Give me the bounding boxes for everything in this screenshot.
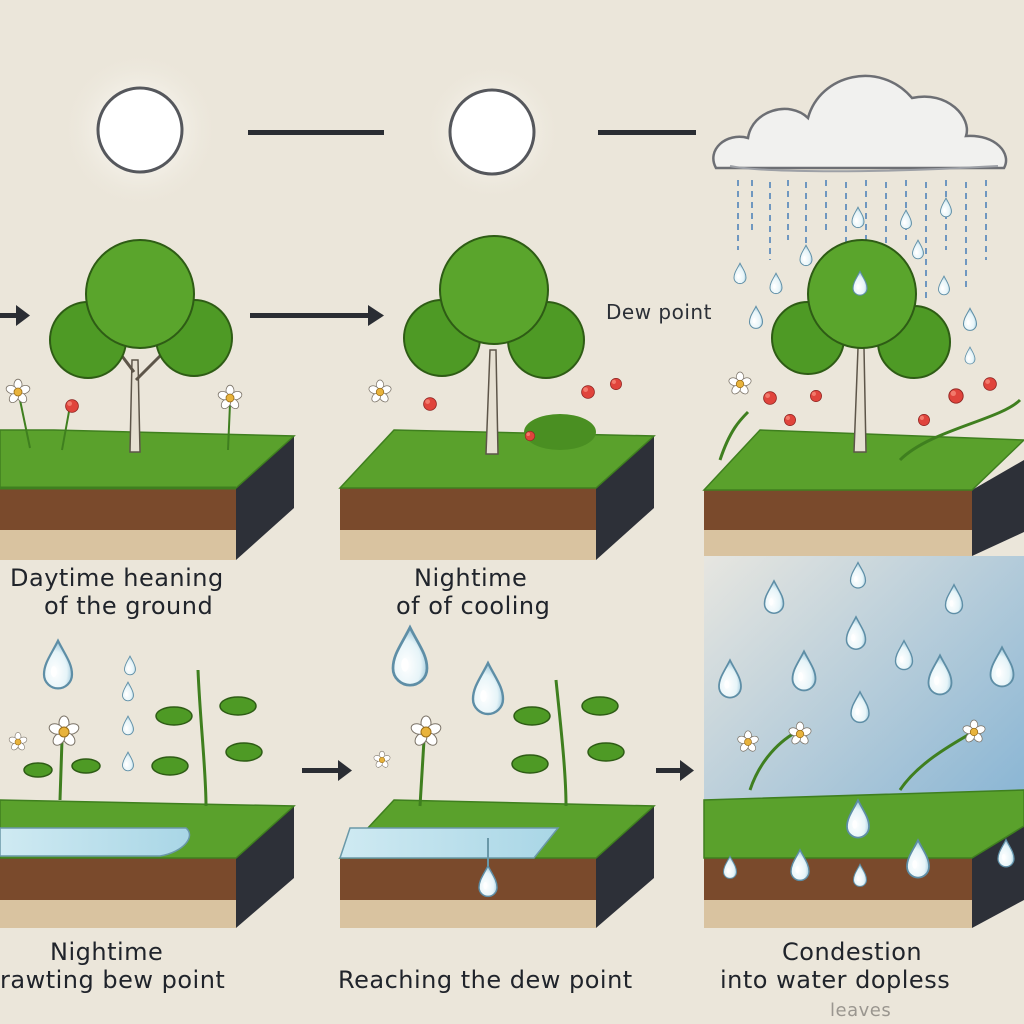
panel-condensation [703,556,1024,928]
caption-panel4: Reaching the dew point [338,966,633,994]
caption-panel5-line1: Condestion [782,938,923,966]
flower-icon [718,371,1022,462]
sun-icon [96,86,184,174]
panel-dew-point [702,239,1024,556]
caption-panel2-line2: of of cooling [396,592,551,620]
panel-daytime-heating [0,239,296,560]
caption-panel1-line2: of the ground [44,592,214,620]
caption-panel2-line1: Nightime [414,564,528,592]
flower-icon [7,669,263,807]
moon-icon [448,88,536,176]
caption-panel3-line1: Nightime [50,938,164,966]
tree-icon [403,235,585,455]
panel-nighttime-cooling [338,235,656,560]
caption-panel5-line3: leaves [830,1000,892,1021]
tree-icon [49,239,233,453]
flower-icon [4,378,244,451]
caption-panel3-line2: rawting bew point [0,966,226,994]
top-row [60,50,1008,365]
panel-nighttime-pond [0,639,296,928]
arrow-icon [0,305,694,781]
arrow-icon [598,130,696,135]
flower-icon [736,719,987,791]
panel-reaching-dew-point [338,626,656,928]
dew-point-label: Dew point [606,300,712,324]
caption-panel1-line1: Daytime heaning [10,564,224,592]
flower-icon [372,679,625,807]
flower-icon [367,378,622,450]
caption-panel5-line2: into water dopless [720,966,951,994]
arrow-icon [248,130,384,135]
